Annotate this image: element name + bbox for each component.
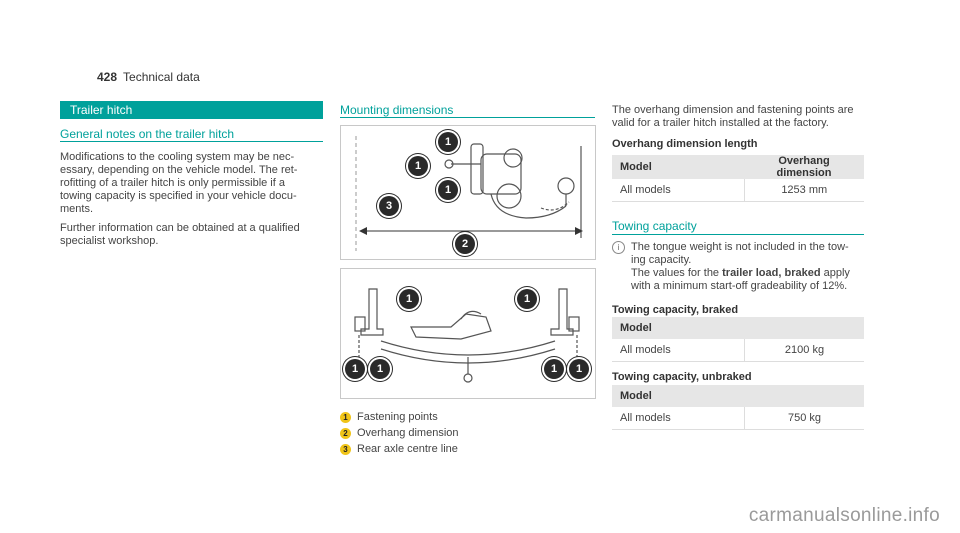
towing-capacity-rule [612,234,864,235]
table-header-row: Model [612,385,864,407]
table-header-model: Model [612,155,744,179]
braked-table-title: Towing capacity, braked [612,304,739,316]
table-header-row: Model [612,317,864,339]
intro-line: The overhang dimension and fastening poi… [612,104,854,116]
info-icon: i [612,241,625,254]
table-row: All models 2100 kg [612,339,864,362]
page-header: 428 Technical data [97,70,200,84]
table-cell-model: All models [612,407,745,430]
watermark-text: carmanualsonline.info [748,505,940,526]
callout-rear-fastening-left: 1 [399,289,419,309]
legend-label: Fastening points [357,411,438,423]
mounting-dimensions-rule [340,117,595,118]
overhang-intro: The overhang dimension and fastening poi… [612,104,882,130]
side-view-figure: 1 1 1 3 2 [340,125,596,260]
note-line: ing capacity. [631,254,692,266]
para1-line: ments. [60,203,94,215]
callout-fastening-top: 1 [438,132,458,152]
table-cell-value: 750 kg [744,407,864,430]
unbraked-table: Model All models 750 kg [612,385,864,430]
para1-line: Modifications to the cooling system may … [60,151,295,163]
general-notes-para1: Modifications to the cooling system may … [60,151,325,216]
rear-view-figure: 1 1 1 1 1 1 [340,268,596,399]
general-notes-heading: General notes on the trailer hitch [60,127,235,141]
note-line: with a minimum start-off gradeability of… [631,280,848,292]
table-cell-model: All models [612,179,744,202]
note-line: The values for the [631,267,720,279]
towing-capacity-heading: Towing capacity [612,219,697,233]
side-view-drawing [355,136,583,251]
table-row: All models 750 kg [612,407,864,430]
note-line: apply [823,267,850,279]
mounting-dimensions-heading: Mounting dimensions [340,103,454,117]
note-line: The tongue weight is not included in the… [631,241,849,253]
braked-table: Model All models 2100 kg [612,317,864,362]
para1-line: essary, depending on the vehicle model. … [60,164,298,176]
overhang-table-title: Overhang dimension length [612,138,758,150]
callout-fastening-bottom: 1 [438,180,458,200]
general-notes-body: Modifications to the cooling system may … [60,151,325,254]
note-line-bold: trailer load, braked [722,267,821,279]
callout-rear-axle: 3 [379,196,399,216]
intro-line: valid for a trailer hitch installed at t… [612,117,829,129]
callout-rear-bottom-4: 1 [569,359,589,379]
legend-label: Rear axle centre line [357,443,458,455]
table-cell-value: 2100 kg [744,339,864,362]
table-cell-value: 1253 mm [743,179,864,202]
legend-item: 2 Overhang dimension [340,425,459,441]
legend-item: 3 Rear axle centre line [340,441,459,457]
callout-overhang: 2 [455,234,475,254]
overhang-table: Model Overhang dimension All models 1253… [612,155,864,202]
callout-rear-bottom-2: 1 [370,359,390,379]
trailer-hitch-title-bar: Trailer hitch [60,101,323,119]
table-row: All models 1253 mm [612,179,864,202]
legend-number: 1 [340,411,351,423]
legend-number: 3 [340,443,351,455]
callout-rear-bottom-3: 1 [544,359,564,379]
table-cell-model: All models [612,339,745,362]
page-section: Technical data [123,70,200,84]
para1-line: rofitting of a trailer hitch is only per… [60,177,285,189]
para2-line: Further information can be obtained at a… [60,222,300,234]
table-header-model: Model [612,385,864,407]
unbraked-table-title: Towing capacity, unbraked [612,371,752,383]
general-notes-para2: Further information can be obtained at a… [60,222,325,248]
callout-fastening-left: 1 [408,156,428,176]
rear-view-drawing [354,288,580,383]
callout-rear-fastening-right: 1 [517,289,537,309]
legend-number: 2 [340,427,351,439]
legend-item: 1 Fastening points [340,409,459,425]
table-header-model: Model [612,317,864,339]
table-header-overhang: Overhang dimension [744,155,864,179]
table-header-row: Model Overhang dimension [612,155,864,179]
callout-rear-bottom-1: 1 [345,359,365,379]
legend-label: Overhang dimension [357,427,459,439]
page-number: 428 [97,70,118,84]
towing-note: i The tongue weight is not included in t… [612,241,882,293]
para2-line: specialist workshop. [60,235,159,247]
para1-line: towing capacity is specified in your veh… [60,190,297,202]
general-notes-rule [60,141,323,142]
